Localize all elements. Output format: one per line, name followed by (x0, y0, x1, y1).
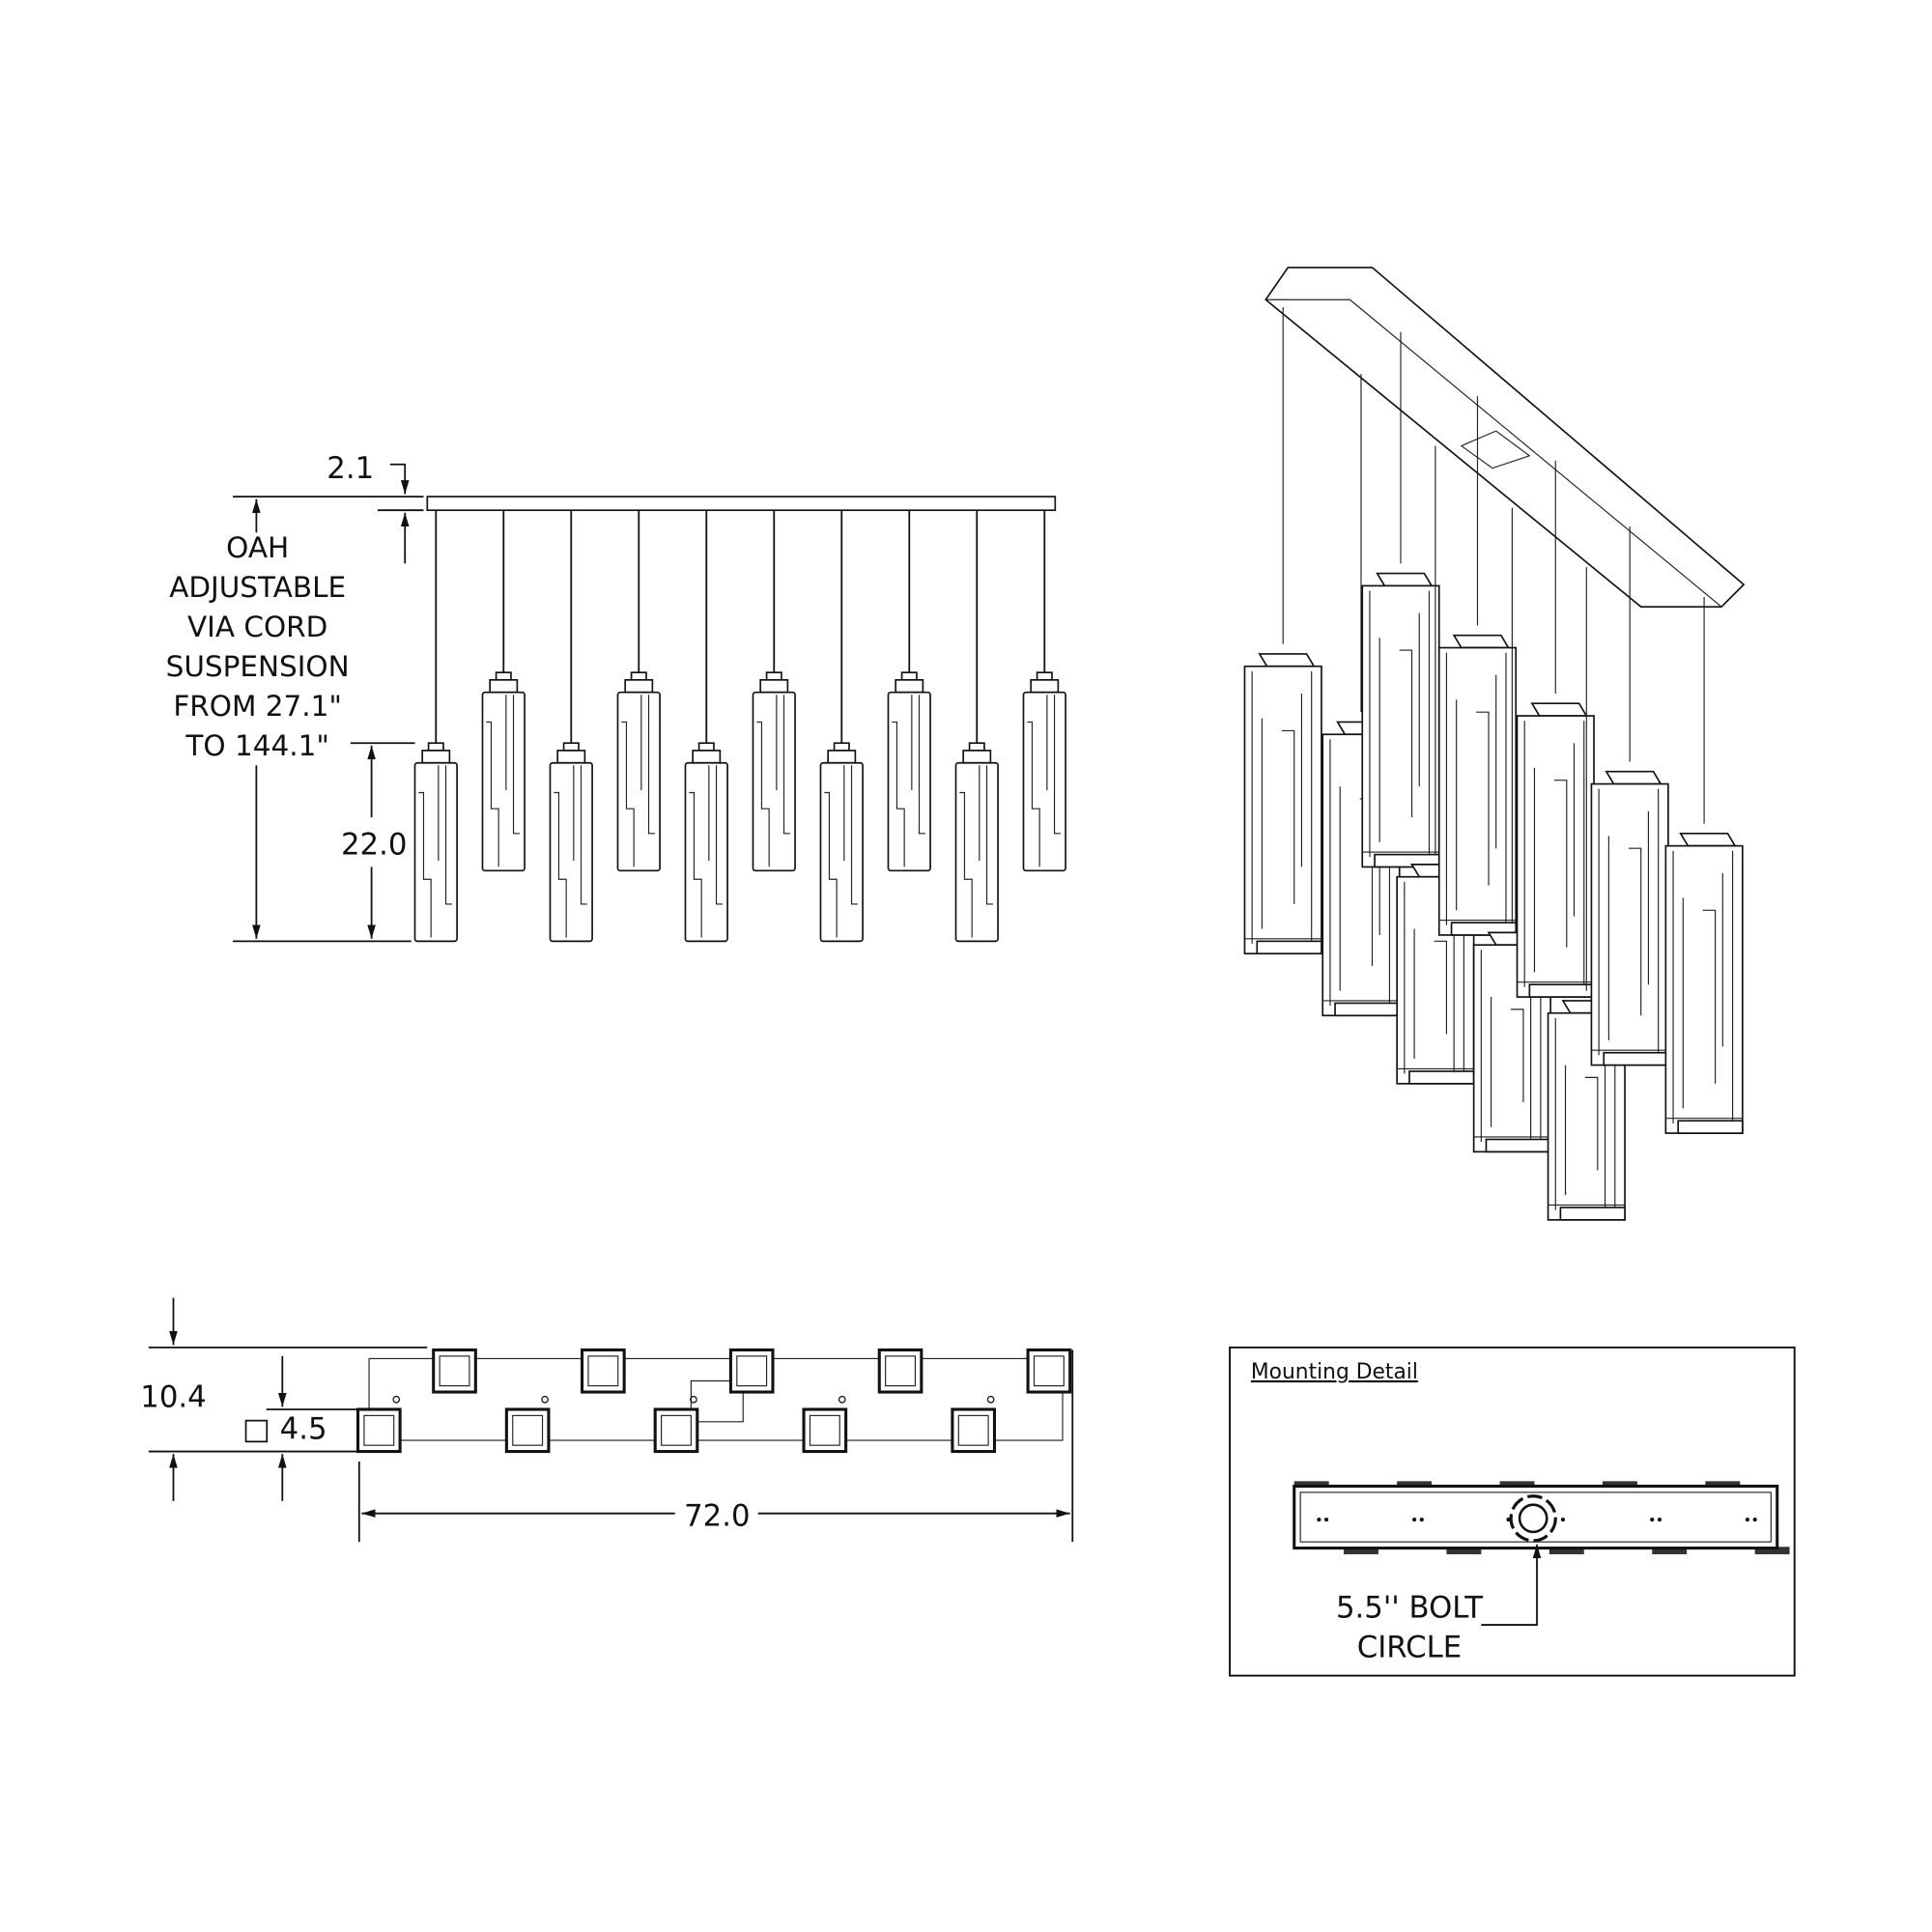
pendant (481, 510, 526, 872)
width-label: 72.0 (684, 1498, 750, 1533)
oah-note-line: FROM 27.1" (173, 690, 342, 723)
mounting-detail-title: Mounting Detail (1251, 1360, 1418, 1384)
iso-pendant (1437, 396, 1518, 936)
pendant-square (504, 1395, 551, 1454)
pendant-square (1026, 1348, 1072, 1394)
pendant-square (355, 1395, 402, 1454)
top-canopy-outline (368, 1357, 1064, 1441)
pendant-square (802, 1395, 848, 1454)
pendant (413, 510, 458, 943)
pendant (549, 510, 593, 943)
pendant-square (728, 1348, 775, 1394)
mount-tab (1344, 1547, 1378, 1554)
square-dimension: □ 4.5 (242, 1355, 359, 1501)
front-pendants (413, 510, 1066, 943)
pendant (616, 510, 661, 872)
iso-pendant (1664, 596, 1744, 1134)
front-elevation-view: 2.1 OAH ADJUSTABLE VIA CORD SUSPENSION F… (166, 451, 1066, 943)
oah-note-line: VIA CORD (187, 611, 327, 643)
oah-dimension: OAH ADJUSTABLE VIA CORD SUSPENSION FROM … (166, 498, 412, 943)
depth-label: 10.4 (140, 1379, 206, 1414)
oah-note-line: SUSPENSION (166, 650, 350, 683)
pendant (819, 510, 864, 943)
iso-pendant (1590, 526, 1669, 1066)
pendant-height-label: 22.0 (341, 828, 407, 863)
canopy-height-dimension: 2.1 (233, 451, 424, 564)
isometric-view (1243, 267, 1746, 1221)
mount-tab (1754, 1547, 1790, 1554)
pendant-height-dimension: 22.0 (341, 742, 415, 939)
pendant (1022, 510, 1066, 872)
callout-line-2: CIRCLE (1357, 1630, 1462, 1664)
mount-tab (1652, 1547, 1688, 1554)
pendant (954, 510, 999, 943)
pendant-square (653, 1395, 699, 1454)
depth-dimension: 10.4 (140, 1297, 428, 1501)
callout-line-1: 5.5'' BOLT (1336, 1590, 1483, 1625)
mounting-detail-frame (1229, 1346, 1796, 1677)
pendant-square (432, 1348, 477, 1394)
pendant (752, 510, 796, 872)
pendant-square (581, 1348, 626, 1394)
bolt-circle (1509, 1494, 1557, 1543)
square-size-label: 4.5 (280, 1412, 327, 1447)
mount-tab (1446, 1547, 1482, 1554)
oah-note-line: OAH (226, 531, 289, 564)
pendant-square (877, 1348, 923, 1394)
pendant (684, 510, 728, 943)
mount-tab (1548, 1547, 1584, 1554)
canopy-bar (426, 496, 1057, 512)
top-plan-view: 10.4 □ 4.5 72.0 (140, 1297, 1074, 1543)
canopy-height-label: 2.1 (327, 451, 374, 486)
pendant-square (951, 1395, 997, 1454)
mounting-detail-panel: Mounting Detail 5.5'' BOLT CIRCLE (1229, 1346, 1796, 1677)
oah-note-line: TO 144.1" (185, 729, 328, 762)
oah-note-line: ADJUSTABLE (169, 571, 346, 604)
callout-leader (1481, 1544, 1542, 1626)
width-dimension: 72.0 (357, 1350, 1074, 1543)
iso-pendant (1243, 306, 1322, 955)
iso-pendant (1321, 374, 1401, 1017)
pendant (887, 510, 931, 872)
square-symbol: □ (242, 1412, 270, 1447)
junction-box-hole (1518, 1503, 1548, 1534)
